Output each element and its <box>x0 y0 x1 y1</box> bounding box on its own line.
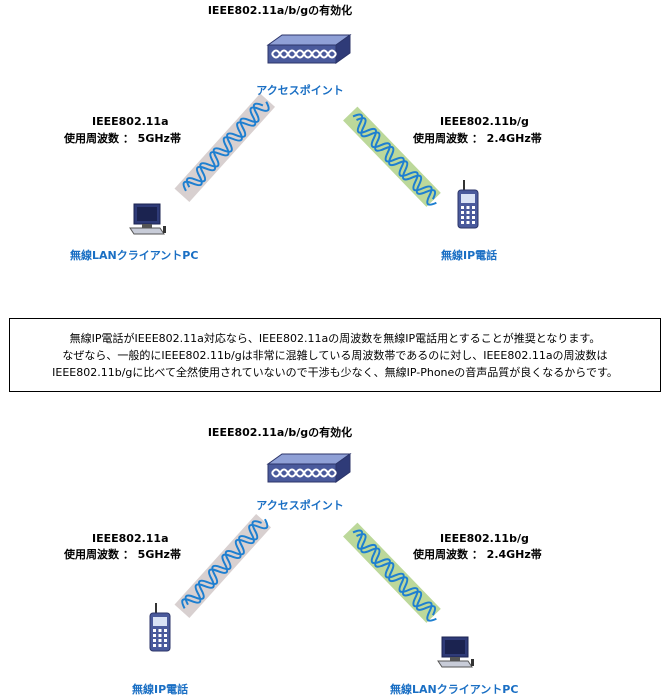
link-5ghz-frequency: 使用周波数 ： 5GHz帯 <box>64 132 181 145</box>
explanation-box: 無線IP電話がIEEE802.11a対応なら、IEEE802.11aの周波数を無… <box>9 318 661 392</box>
explanation-line-3: IEEE802.11b/gに比べて全然使用されていないので干渉も少なく、無線IP… <box>52 366 618 379</box>
link-24ghz-frequency: 使用周波数 ： 2.4GHz帯 <box>413 548 542 561</box>
access-point-label: アクセスポイント <box>256 499 344 512</box>
explanation-line-1: 無線IP電話がIEEE802.11a対応なら、IEEE802.11aの周波数を無… <box>69 332 601 345</box>
link-5ghz-standard: IEEE802.11a <box>92 532 169 545</box>
wireless-5ghz-band <box>174 93 276 203</box>
ip-phone-icon <box>149 602 171 652</box>
diagram-title: IEEE802.11a/b/gの有効化 <box>207 4 353 17</box>
wireless-5ghz-band <box>174 513 272 619</box>
wireless-24ghz-band <box>343 106 443 209</box>
link-24ghz-standard: IEEE802.11b/g <box>440 115 529 128</box>
link-5ghz-standard: IEEE802.11a <box>92 115 169 128</box>
wireless-24ghz-band <box>343 522 443 625</box>
pc-icon <box>129 203 167 235</box>
explanation-line-2: なぜなら、一般的にIEEE802.11b/gは非常に混雑している周波数帯であるの… <box>62 349 608 362</box>
pc-icon <box>437 636 475 668</box>
access-point-icon <box>267 34 351 64</box>
client-pc-label: 無線LANクライアントPC <box>390 683 519 696</box>
access-point-label: アクセスポイント <box>256 84 344 97</box>
client-pc-label: 無線LANクライアントPC <box>70 249 199 262</box>
ip-phone-label: 無線IP電話 <box>441 249 498 262</box>
diagram-title: IEEE802.11a/b/gの有効化 <box>207 426 353 439</box>
link-5ghz-frequency: 使用周波数 ： 5GHz帯 <box>64 548 181 561</box>
ip-phone-label: 無線IP電話 <box>132 683 189 696</box>
access-point-icon <box>267 453 351 483</box>
link-24ghz-standard: IEEE802.11b/g <box>440 532 529 545</box>
ip-phone-icon <box>457 179 479 229</box>
link-24ghz-frequency: 使用周波数 ： 2.4GHz帯 <box>413 132 542 145</box>
